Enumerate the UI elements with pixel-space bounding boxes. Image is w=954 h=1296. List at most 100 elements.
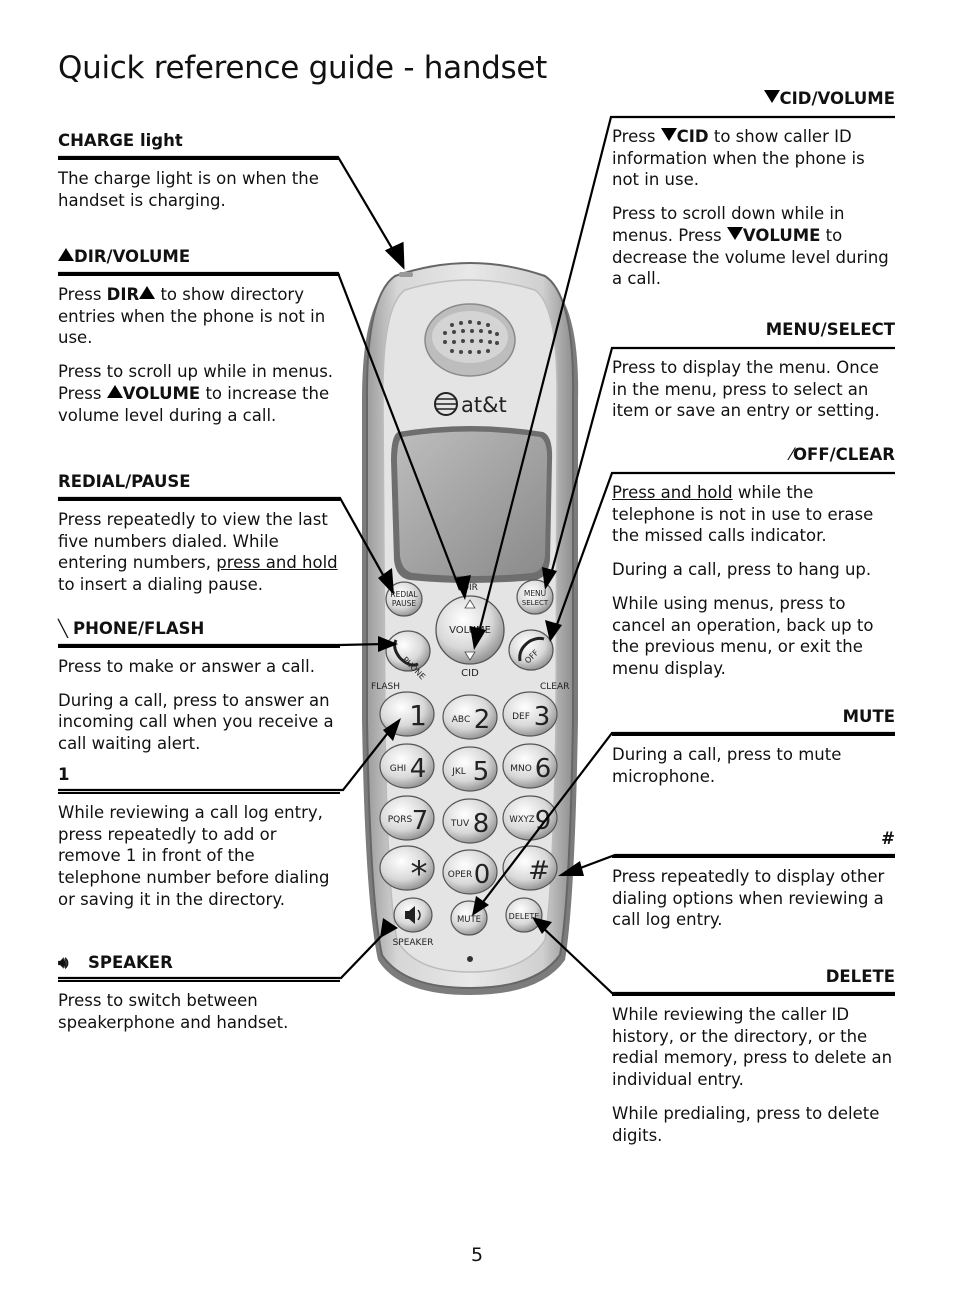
volume-key[interactable]: VOLUME [435,595,505,665]
delete-text-1: While reviewing the caller ID history, o… [612,1005,893,1090]
key-2[interactable]: ABC 2 [442,694,498,740]
svg-text:DELETE: DELETE [509,912,540,921]
cid-label: CID [461,668,479,679]
phone-icon: ╲ [58,619,68,638]
charge-light-section: CHARGE light The charge light is on when… [58,130,340,223]
key-4[interactable]: GHI 4 [379,743,435,789]
key-one-heading: 1 [58,764,340,794]
dir-label: DIR [462,583,478,593]
dir-volume-section: DIR/VOLUME Press DIR to show directory e… [58,246,340,438]
svg-text:5: 5 [473,757,490,787]
svg-text:*: * [411,854,428,894]
dir-volume-text-1: Press DIR to show directory entries when… [58,285,326,348]
svg-text:WXYZ: WXYZ [509,815,534,825]
svg-text:MUTE: MUTE [457,915,481,925]
page-number: 5 [470,1244,484,1266]
key-3[interactable]: DEF 3 [502,691,558,737]
earpiece-holes [443,320,499,354]
pound-section: # Press repeatedly to display other dial… [612,828,895,943]
svg-text:GHI: GHI [390,764,406,774]
key-6[interactable]: MNO 6 [502,743,558,789]
svg-text:0: 0 [474,860,491,890]
delete-section: DELETE While reviewing the caller ID his… [612,966,895,1158]
svg-text:at&t: at&t [461,393,507,417]
charge-light-heading: CHARGE light [58,130,340,160]
up-arrow-icon [58,248,74,261]
svg-text:DEF: DEF [512,712,530,722]
pound-text: Press repeatedly to display other dialin… [612,867,885,930]
svg-text:#: # [528,856,550,886]
svg-text:2: 2 [474,705,491,735]
phone-flash-section: ╲PHONE/FLASH Press to make or answer a c… [58,618,340,767]
speaker-key[interactable]: SPEAKER [393,897,434,948]
key-7[interactable]: PQRS 7 [379,795,435,841]
key-9[interactable]: WXYZ 9 [502,795,558,841]
off-clear-text-2: During a call, press to hang up. [612,560,872,580]
speaker-text: Press to switch between speakerphone and… [58,991,289,1032]
cid-volume-section: CID/VOLUME Press CID to show caller ID i… [612,88,895,302]
mute-section: MUTE During a call, press to mute microp… [612,706,895,799]
delete-text-2: While predialing, press to delete digits… [612,1103,880,1145]
svg-text:SELECT: SELECT [522,599,549,607]
key-star[interactable]: * [379,845,435,894]
handset-off-icon: ⁄ [790,445,794,464]
svg-text:8: 8 [473,809,490,839]
key-pound[interactable]: # [502,845,558,891]
svg-text:4: 4 [410,754,427,784]
down-arrow-icon [726,226,743,240]
down-arrow-icon [763,90,780,103]
redial-pause-key[interactable]: REDIAL PAUSE [385,581,423,617]
svg-text:6: 6 [535,754,552,784]
dir-volume-text-2: Press to scroll up while in menus. Press… [58,362,334,425]
phone-flash-text-1: Press to make or answer a call. [58,657,315,676]
pound-heading: # [612,828,895,858]
cid-volume-text-1: Press CID to show caller ID information … [612,127,865,190]
delete-key[interactable]: DELETE [505,897,543,933]
microphone-hole [467,956,473,962]
off-clear-key[interactable]: OFF [508,629,554,671]
speaker-heading: 🔊︎SPEAKER [58,952,340,982]
svg-text:TUV: TUV [450,819,470,829]
key-5[interactable]: JKL 5 [442,746,498,792]
speaker-section: 🔊︎SPEAKER Press to switch between speake… [58,952,340,1045]
phone-flash-heading: ╲PHONE/FLASH [58,618,340,648]
svg-text:ABC: ABC [452,715,470,725]
menu-select-key[interactable]: MENU SELECT [516,579,554,615]
att-logo: at&t [434,392,507,417]
svg-text:1: 1 [409,699,427,732]
off-clear-heading: ⁄OFF/CLEAR [612,444,895,474]
svg-text:JKL: JKL [451,767,466,777]
page-title: Quick reference guide - handset [58,50,548,86]
svg-text:PQRS: PQRS [388,815,413,825]
svg-text:VOLUME: VOLUME [449,625,491,636]
cid-volume-heading: CID/VOLUME [612,88,895,118]
off-clear-section: ⁄OFF/CLEAR Press and hold while the tele… [612,444,895,692]
svg-text:SPEAKER: SPEAKER [393,938,434,948]
svg-text:REDIAL: REDIAL [390,590,418,599]
cid-volume-text-2: Press to scroll down while in menus. Pre… [612,204,889,289]
off-clear-text-3: While using menus, press to cancel an op… [612,593,874,678]
clear-label: CLEAR [540,682,569,692]
svg-text:3: 3 [534,702,551,732]
menu-select-text: Press to display the menu. Once in the m… [612,358,880,421]
mute-text: During a call, press to mute microphone. [612,745,842,786]
menu-select-heading: MENU/SELECT [612,319,895,349]
svg-text:7: 7 [412,806,429,836]
key-one-text: While reviewing a call log entry, press … [58,803,330,909]
key-0[interactable]: OPER 0 [442,849,498,895]
menu-select-section: MENU/SELECT Press to display the menu. O… [612,319,895,434]
up-arrow-icon [139,286,156,299]
redial-pause-heading: REDIAL/PAUSE [58,471,340,501]
delete-heading: DELETE [612,966,895,996]
key-8[interactable]: TUV 8 [442,798,498,844]
charge-light-text: The charge light is on when the handset … [58,169,319,210]
dir-volume-heading: DIR/VOLUME [58,246,340,276]
redial-pause-text: Press repeatedly to view the last five n… [58,510,338,595]
svg-text:PAUSE: PAUSE [392,599,416,608]
svg-text:OPER: OPER [448,870,472,880]
mute-heading: MUTE [612,706,895,736]
off-clear-text-1: Press and hold while the telephone is no… [612,483,874,546]
key-one-section: 1 While reviewing a call log entry, pres… [58,764,340,923]
phone-flash-text-2: During a call, press to answer an incomi… [58,690,334,754]
